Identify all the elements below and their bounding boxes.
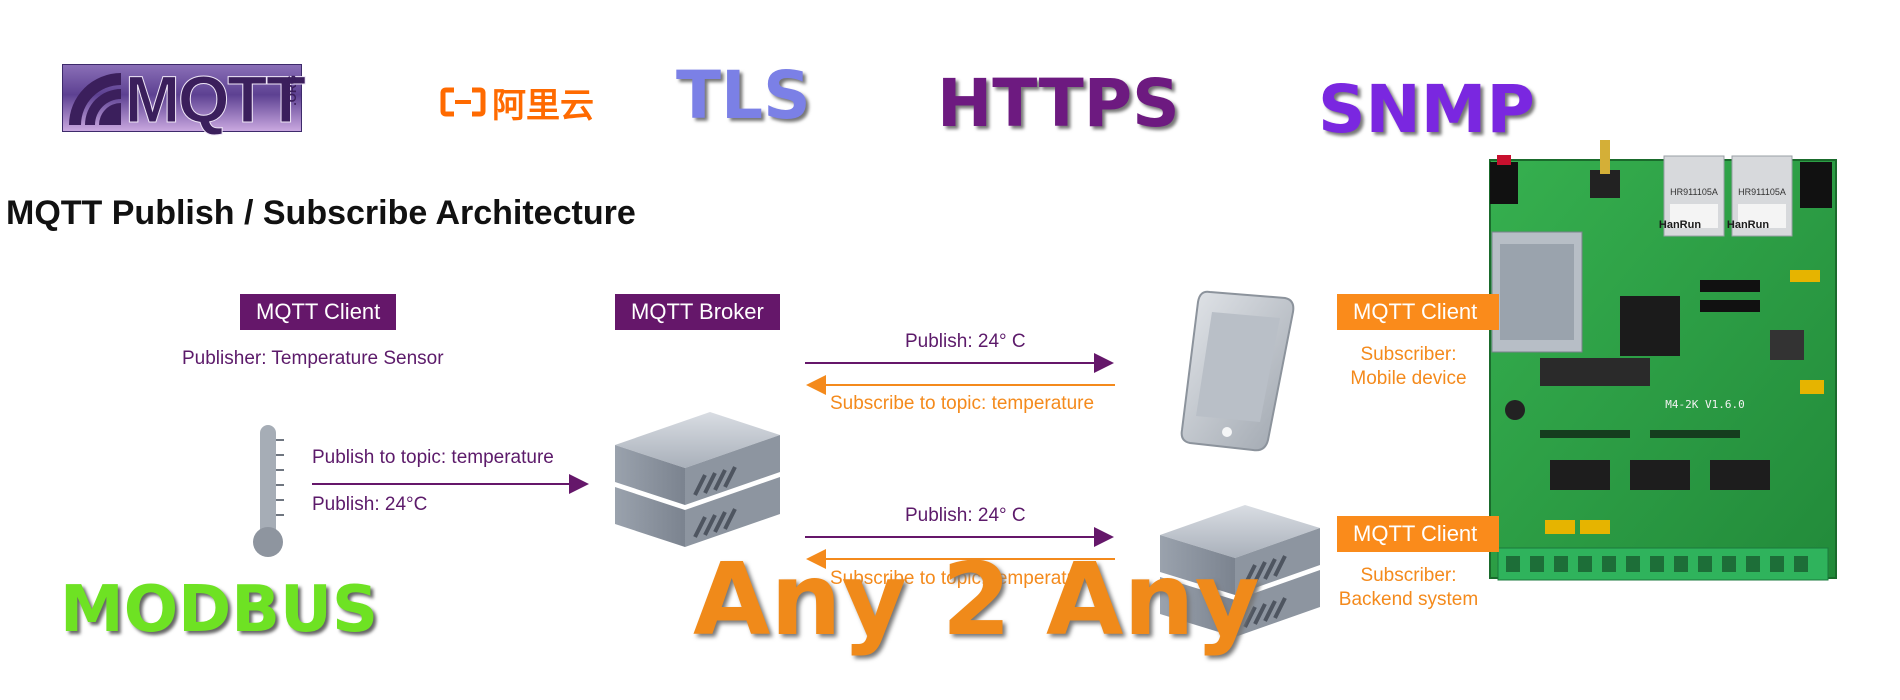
jack-brand-1: HanRun: [1659, 219, 1701, 231]
snmp-label: SNMP: [1318, 71, 1535, 148]
mqtt-client-tag: MQTT Client: [240, 294, 397, 330]
subscriber-client-tag-1: MQTT Client: [1337, 294, 1499, 330]
subscribe-label-backend: Subscribe to topic: temperature: [830, 568, 1095, 589]
publish-label-backend: Publish: 24° C: [905, 505, 1026, 526]
broker-server-icon: [615, 412, 780, 547]
backend-server-icon: [1160, 505, 1320, 637]
subscriber-2-role: Subscriber:: [1360, 565, 1457, 586]
https-label: HTTPS: [937, 65, 1180, 142]
aliyun-logo: 阿里云: [440, 82, 594, 126]
board-model-label: M4-2K V1.6.0: [1665, 398, 1744, 411]
mqtt-waves-icon: [69, 73, 121, 125]
jack-part-1: HR911105A: [1670, 187, 1718, 197]
aliyun-mark-icon: [440, 87, 486, 117]
modbus-label: MODBUS: [60, 573, 379, 647]
subscribe-label-mobile: Subscribe to topic: temperature: [830, 393, 1095, 414]
jack-part-2: HR911105A: [1738, 187, 1786, 197]
mqtt-logo-text: MQTT: [125, 62, 307, 136]
any-2-any-tagline: Any 2 Any: [693, 541, 1260, 658]
subscriber-2-device: Backend system: [1338, 589, 1479, 610]
publish-label-mobile: Publish: 24° C: [905, 331, 1026, 352]
aliyun-text: 阿里云: [492, 85, 594, 126]
mobile-phone-icon: [1180, 290, 1295, 452]
thermometer-icon: [253, 425, 284, 557]
jack-brand-2: HanRun: [1727, 219, 1769, 231]
subscriber-1-text: Subscriber: Mobile device: [1336, 343, 1481, 391]
mqtt-broker-tag: MQTT Broker: [615, 294, 780, 330]
subscriber-1-role: Subscriber:: [1360, 344, 1457, 365]
mqtt-org-logo: MQTT .ORG: [62, 62, 307, 136]
subscriber-2-text: Subscriber: Backend system: [1336, 564, 1481, 612]
publisher-label: Publisher: Temperature Sensor: [182, 348, 444, 369]
tls-label: TLS: [676, 57, 811, 134]
publish-topic-label: Publish to topic: temperature: [312, 447, 554, 468]
publish-value-label: Publish: 24°C: [312, 494, 428, 515]
controller-board-image: HanRun HanRun HR911105A HR911105A M4-2K …: [1489, 140, 1837, 581]
subscriber-1-device: Mobile device: [1350, 368, 1467, 389]
subscriber-client-tag-2: MQTT Client: [1337, 516, 1499, 552]
architecture-title: MQTT Publish / Subscribe Architecture: [6, 194, 636, 232]
